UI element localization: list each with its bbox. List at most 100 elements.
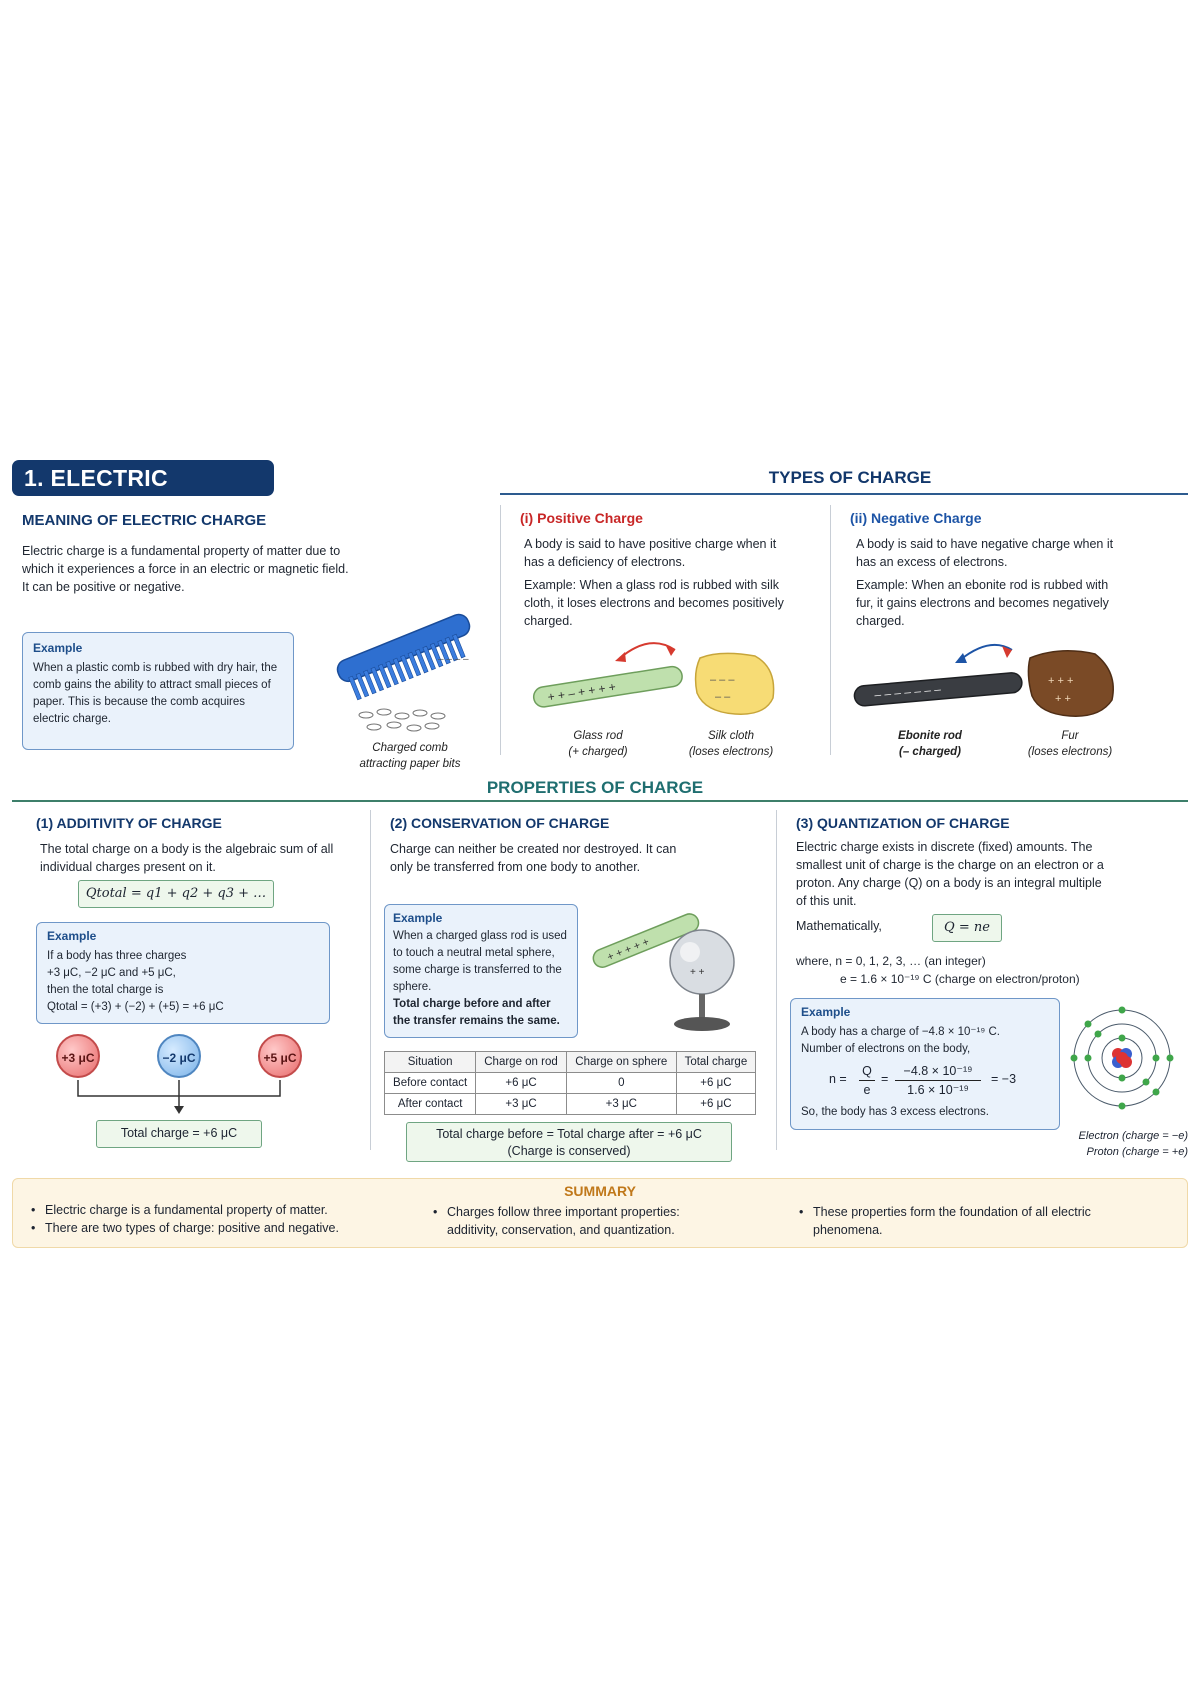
example-title: Example [801, 1005, 851, 1019]
additivity-title: (1) ADDITIVITY OF CHARGE [36, 815, 222, 831]
summary-item: These properties form the foundation of … [799, 1203, 1139, 1239]
example-title: Example [33, 641, 83, 655]
table-cell: +3 μC [475, 1093, 567, 1115]
properties-rule [12, 800, 1188, 802]
summary-column-1: Electric charge is a fundamental propert… [31, 1201, 381, 1237]
conservation-conclusion: Total charge before = Total charge after… [406, 1122, 732, 1162]
electrons [1070, 1006, 1174, 1110]
table-header: Situation [383, 1051, 477, 1073]
where-line: where, n = 0, 1, 2, 3, … (an integer) [796, 954, 986, 968]
glass-rod-caption-line1: Glass rod [573, 730, 623, 742]
ebonite-rod [853, 672, 1023, 707]
divider [500, 505, 501, 755]
q-numerator: Q [859, 1062, 875, 1081]
ebonite-rod-caption-line2: (– charged) [899, 746, 961, 758]
sum-connector [77, 1080, 281, 1114]
table-header: Charge on rod [475, 1051, 567, 1073]
negative-definition: A body is said to have negative charge w… [856, 537, 1114, 569]
table-row: After contact +3 μC +3 μC +6 μC [383, 1093, 757, 1115]
sphere-base [674, 1017, 730, 1031]
comb-caption: Charged comb attracting paper bits [340, 740, 480, 772]
fur-caption: Fur (loses electrons) [1010, 728, 1130, 760]
glass-rod [592, 913, 700, 968]
table-cell: Before contact [383, 1072, 477, 1094]
additivity-example-box: Example If a body has three charges +3 μ… [36, 922, 330, 1024]
conservation-table: Situation Charge on rod Charge on sphere… [383, 1051, 757, 1115]
e-denominator: e [863, 1083, 871, 1097]
table-header: Charge on sphere [565, 1051, 677, 1073]
summary-column-2: Charges follow three important propertie… [433, 1203, 733, 1239]
electron-caption: Electron (charge = −e) [1078, 1130, 1188, 1142]
sphere-stand [699, 994, 705, 1020]
additivity-example-line: If a body has three charges [47, 950, 187, 962]
additivity-example-line: +3 μC, −2 μC and +5 μC, [47, 967, 176, 979]
conservation-conclusion-line2: (Charge is conserved) [507, 1144, 631, 1158]
svg-text:+ + +: + + + [1048, 675, 1073, 687]
comb-caption-line1: Charged comb [372, 742, 448, 754]
additivity-formula: Qtotal = q1 + q2 + q3 + … [78, 880, 274, 908]
quantization-example-line: A body has a charge of −4.8 × 10⁻¹⁹ C. [801, 1026, 1000, 1038]
result: = −3 [991, 1072, 1017, 1086]
table-cell: +3 μC [565, 1093, 677, 1115]
e-line: e = 1.6 × 10⁻¹⁹ C (charge on electron/pr… [840, 972, 1080, 986]
additivity-text: The total charge on a body is the algebr… [40, 842, 334, 874]
positive-definition: A body is said to have positive charge w… [524, 537, 777, 569]
additivity-example-line: then the total charge is [47, 984, 164, 996]
svg-text:– – – – – – –: – – – – – – – [874, 682, 942, 702]
fraction-numerator: −4.8 × 10⁻¹⁹ [895, 1062, 981, 1081]
additivity-example-line: Qtotal = (+3) + (−2) + (+5) = +6 μC [47, 1001, 224, 1013]
ebonite-rod-fur-illustration: – – – – – – – + + + + + [853, 643, 1114, 717]
fur [1027, 650, 1114, 717]
conservation-example-bold: Total charge before and after the transf… [393, 998, 560, 1027]
svg-text:– – – –: – – – – [438, 654, 469, 665]
page-title: 1. ELECTRIC CHARGE [12, 460, 274, 527]
quantization-title: (3) QUANTIZATION OF CHARGE [796, 815, 1010, 831]
svg-text:– –: – – [715, 691, 731, 703]
n-label: n = [829, 1072, 847, 1086]
additivity-total: Total charge = +6 μC [96, 1120, 262, 1148]
table-cell: 0 [565, 1072, 677, 1094]
quantization-text: Electric charge exists in discrete (fixe… [796, 840, 1104, 908]
divider [776, 810, 777, 1150]
glass-rod-caption: Glass rod (+ charged) [553, 728, 643, 760]
table-header-row: Situation Charge on rod Charge on sphere… [383, 1051, 757, 1073]
summary-box: SUMMARY Electric charge is a fundamental… [12, 1178, 1188, 1248]
electron-calculation: n = Q e = −4.8 × 10⁻¹⁹ 1.6 × 10⁻¹⁹ = −3 [801, 1060, 1049, 1104]
properties-heading: PROPERTIES OF CHARGE [486, 778, 704, 797]
metal-sphere [669, 929, 735, 995]
meaning-example-text: When a plastic comb is rubbed with dry h… [33, 662, 278, 725]
table-cell: +6 μC [675, 1093, 757, 1115]
example-title: Example [47, 929, 97, 943]
svg-text:+ +: + + [1055, 693, 1071, 705]
types-heading: TYPES OF CHARGE [768, 468, 932, 487]
quantization-example-box: Example A body has a charge of −4.8 × 10… [790, 998, 1060, 1130]
rod-sphere-illustration: + + + + + + + [592, 913, 735, 1031]
svg-text:+ +: + + [690, 967, 705, 978]
conservation-example-text: When a charged glass rod is used to touc… [393, 930, 567, 993]
summary-heading: SUMMARY [564, 1183, 636, 1199]
example-title: Example [393, 911, 443, 925]
divider [830, 505, 831, 755]
fur-caption-line2: (loses electrons) [1027, 746, 1113, 758]
equals-sign: = [881, 1072, 889, 1086]
glass-rod-caption-line2: (+ charged) [568, 746, 628, 758]
fraction: −4.8 × 10⁻¹⁹ 1.6 × 10⁻¹⁹ [895, 1062, 981, 1099]
summary-item: There are two types of charge: positive … [31, 1219, 381, 1237]
atom-caption: Electron (charge = −e) Proton (charge = … [1040, 1128, 1188, 1160]
fur-caption-line1: Fur [1061, 730, 1079, 742]
summary-item: Charges follow three important propertie… [433, 1203, 733, 1239]
positive-example: Example: When a glass rod is rubbed with… [524, 578, 784, 628]
glass-rod-silk-illustration: + + – + + + + – – – – – [532, 642, 775, 715]
q-over-e: Q e [859, 1062, 875, 1099]
summary-item: Electric charge is a fundamental propert… [31, 1201, 381, 1219]
nucleus [1112, 1048, 1132, 1068]
silk-cloth-caption-line1: Silk cloth [707, 730, 755, 742]
charge-circle-positive: +5 μC [258, 1034, 302, 1078]
types-rule [500, 493, 1188, 495]
comb-caption-line2: attracting paper bits [359, 758, 461, 770]
conservation-example-box: Example When a charged glass rod is used… [384, 904, 578, 1038]
negative-charge-title: (ii) Negative Charge [850, 510, 982, 526]
ebonite-rod-caption: Ebonite rod (– charged) [880, 728, 980, 760]
conservation-text: Charge can neither be created nor destro… [390, 842, 677, 874]
table-cell: After contact [383, 1093, 477, 1115]
